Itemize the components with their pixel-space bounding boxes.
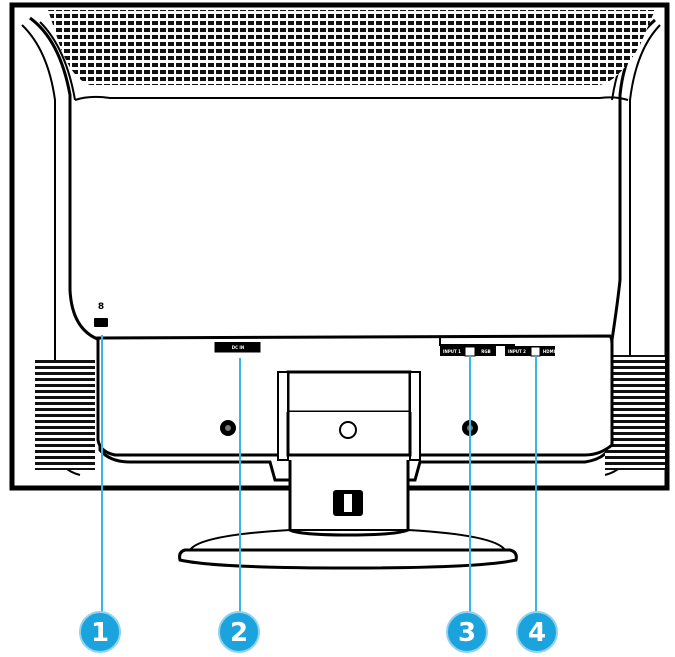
input2-label: INPUT 2 (508, 349, 526, 354)
callout-4: 4 (516, 611, 558, 653)
callout-1: 1 (79, 611, 121, 653)
input1-label: INPUT 1 (443, 349, 461, 354)
input1-type: RGB (481, 349, 490, 354)
lock-glyph: 8 (98, 302, 104, 312)
callout-2: 2 (218, 611, 260, 653)
top-vent-grille (48, 10, 655, 85)
callout-1-number: 1 (91, 618, 109, 648)
callout-3: 3 (446, 611, 488, 653)
dc-in-port: DC IN (218, 343, 258, 352)
right-side-vent (605, 355, 665, 470)
input2-hdmi-port: INPUT 2 HDMI (505, 346, 556, 357)
input1-vga-port: INPUT 1 RGB (440, 346, 496, 357)
callout-2-number: 2 (230, 618, 248, 648)
kensington-lock: 8 (94, 302, 108, 327)
callout-4-number: 4 (528, 618, 546, 648)
left-side-vent (35, 360, 95, 470)
input2-type: HDMI (543, 349, 556, 354)
callout-lines (101, 335, 537, 644)
callout-3-number: 3 (458, 618, 476, 648)
monitor-stand (178, 370, 518, 570)
dc-in-label: DC IN (232, 345, 244, 350)
